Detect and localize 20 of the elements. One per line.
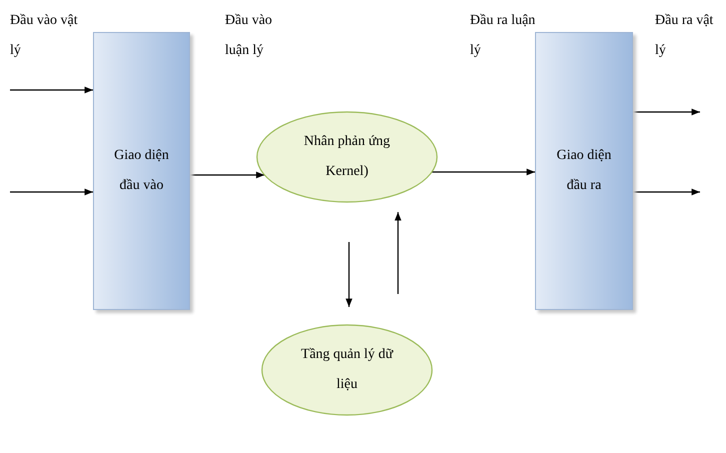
interface-box <box>93 32 190 310</box>
arrow <box>432 168 535 176</box>
arrow <box>10 86 93 94</box>
arrow <box>346 242 352 307</box>
arrow <box>633 188 700 196</box>
interface-box <box>535 32 633 310</box>
node-label: Tầng quản lý dữ liệu <box>300 346 394 394</box>
process-ellipse <box>262 325 432 415</box>
node-label: Giao diện đầu vào <box>113 147 170 195</box>
io-label: Đầu ra luận lý <box>470 12 536 60</box>
io-label: Đầu vào vật lý <box>10 12 79 60</box>
arrow <box>190 172 265 178</box>
arrow <box>10 188 93 196</box>
node-label: Nhân phản ứng Kernel) <box>302 133 392 181</box>
io-label: Đầu ra vật lý <box>655 12 714 60</box>
node-label: Giao diện đầu ra <box>556 147 612 195</box>
arrow <box>394 212 402 294</box>
process-ellipse <box>257 112 437 202</box>
arrow <box>633 108 700 116</box>
io-label: Đầu vào luận lý <box>225 12 274 60</box>
